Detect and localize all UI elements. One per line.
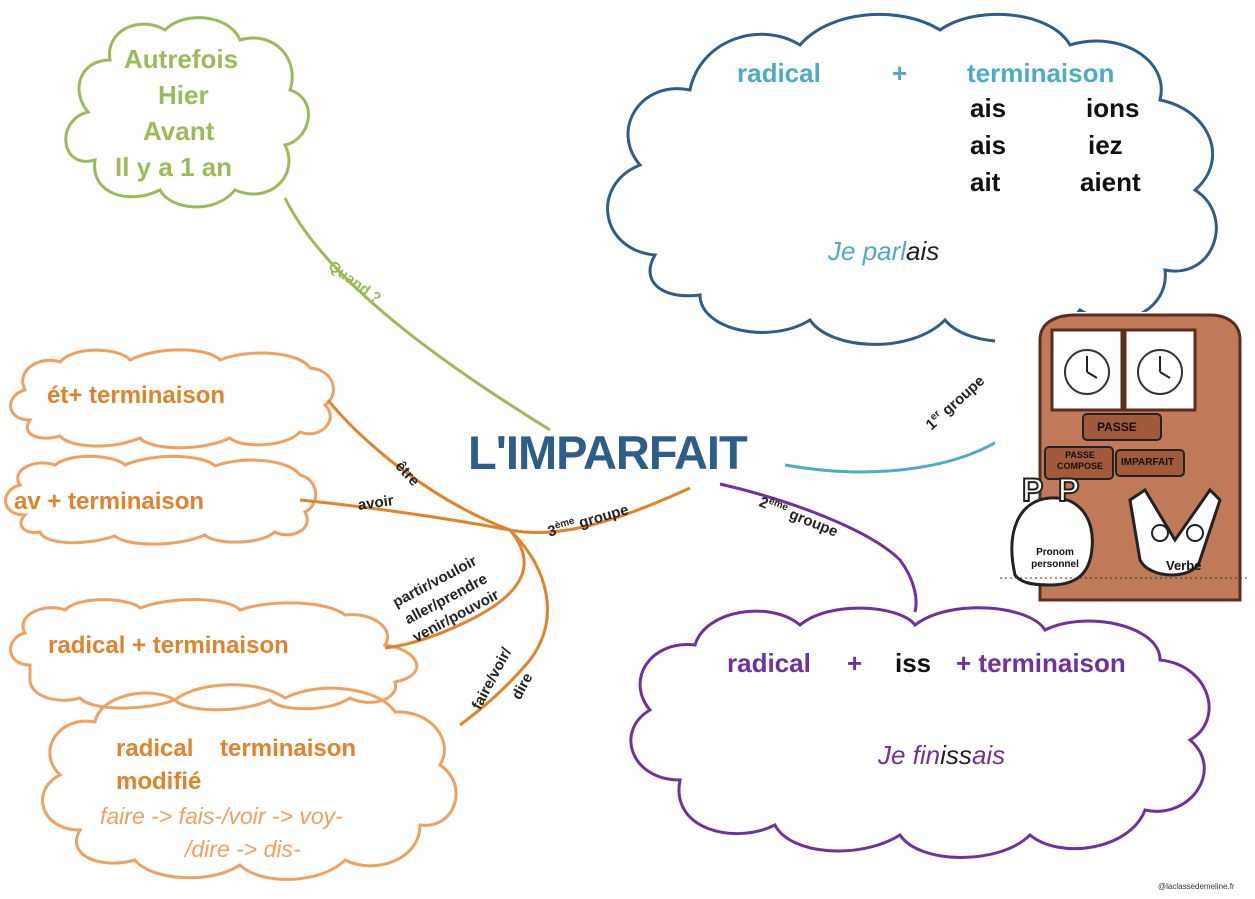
green-branch-line — [283, 197, 551, 432]
green-cloud-line-1: Autrefois — [124, 44, 239, 74]
blue-ending-2: ions — [1086, 93, 1140, 123]
blue-ending-5: ait — [970, 167, 1001, 197]
orange-etre-cloud-text: ét+ terminaison — [47, 382, 226, 409]
purple-iss: iss — [895, 648, 932, 678]
purple-branch-line — [719, 482, 918, 613]
blue-plus: + — [892, 58, 908, 88]
p-letter-1: P — [1021, 471, 1044, 509]
purple-plus: + — [847, 648, 863, 678]
blue-example-stem: Je parl — [828, 236, 907, 266]
green-cloud-line-2: Hier — [158, 80, 209, 110]
orange-avoir-cloud-text: av + terminaison — [14, 488, 205, 515]
orange-modified-line-1: radical terminaison — [116, 735, 357, 762]
green-cloud-line-4: Il y a 1 an — [115, 152, 233, 182]
purple-radical: radical — [727, 648, 811, 678]
orange-faire-line — [459, 528, 549, 727]
orange-avoir-line — [299, 498, 511, 532]
blue-example: Je parlais — [828, 236, 939, 267]
purple-example-iss: iss — [940, 740, 972, 770]
clock-label-imparfait: IMPARFAIT — [1121, 457, 1175, 468]
orange-cloud-avoir-shape — [4, 454, 318, 546]
green-cloud-shape — [64, 16, 310, 209]
p-letter-2: P — [1057, 471, 1080, 509]
blue-ending-6: aient — [1080, 167, 1141, 197]
orange-radical-cloud-text: radical + terminaison — [48, 632, 289, 659]
center-title: L'IMPARFAIT — [468, 426, 748, 479]
orange-main-line — [509, 486, 691, 535]
blue-ending-1: ais — [970, 93, 1007, 123]
pronom-label: Pronom personnel — [1031, 547, 1079, 570]
verbe-label: Verbe — [1166, 558, 1202, 573]
purple-example-stem: Je fin — [878, 740, 941, 770]
purple-terminaison: + terminaison — [956, 648, 1126, 678]
blue-cloud-shape — [606, 12, 1218, 346]
orange-modified-example-2: /dire -> dis- — [185, 836, 301, 862]
orange-cloud-etre-shape — [9, 348, 335, 450]
clock-label-passe-compose: PASSE COMPOSE — [1056, 450, 1103, 471]
credit-text: @laclassedemeline.fr — [1158, 882, 1235, 891]
blue-example-ending: ais — [906, 236, 940, 266]
orange-modified-line-2: modifié — [116, 768, 202, 795]
green-cloud-line-3: Avant — [143, 116, 215, 146]
blue-radical: radical — [737, 58, 821, 88]
purple-example: Je finissais — [878, 740, 1005, 771]
clock-illustration — [995, 312, 1250, 602]
orange-etre-line — [326, 399, 511, 532]
purple-example-ending: ais — [971, 740, 1006, 770]
orange-cloud-modified-shape — [41, 683, 458, 881]
orange-verbs-line — [384, 529, 526, 650]
clock-label-passe: PASSE — [1097, 420, 1137, 434]
orange-modified-example-1: faire -> fais-/voir -> voy- — [100, 803, 343, 829]
blue-ending-3: ais — [970, 130, 1007, 160]
purple-cloud-shape — [629, 606, 1211, 859]
blue-ending-4: iez — [1088, 130, 1123, 160]
blue-terminaison: terminaison — [967, 58, 1115, 88]
